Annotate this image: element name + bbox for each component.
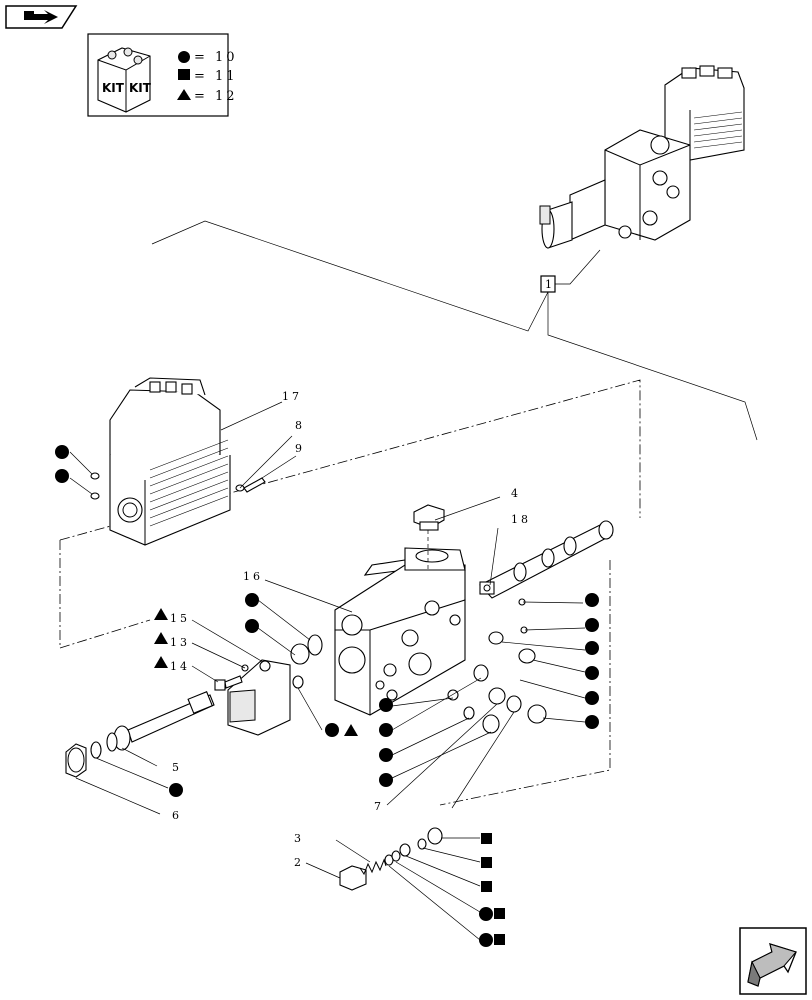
kit-10-marker (479, 933, 493, 947)
seal-part (527, 704, 547, 724)
kit-10-marker (479, 907, 493, 921)
kit-10-marker (55, 469, 69, 483)
kit-11-marker (481, 881, 492, 892)
o-ring-part (90, 492, 100, 500)
kit-text-right: KIT (129, 81, 152, 95)
callout-13: 13 (170, 636, 190, 649)
kit-11-marker (494, 908, 505, 919)
kit-text-left: KIT (102, 81, 125, 95)
valve-body-part-16 (334, 547, 466, 716)
screw-part-8-9 (235, 477, 266, 493)
kit-10-marker (379, 773, 393, 787)
kit-box-icon: KIT KIT (97, 47, 152, 113)
kit-12-marker (154, 632, 168, 644)
kit-10-marker (245, 593, 259, 607)
kit-10-marker (379, 723, 393, 737)
seal-part (506, 695, 522, 713)
callout-16: 16 (243, 570, 263, 583)
plug-part-4 (413, 504, 445, 570)
kit-12-marker (154, 608, 168, 620)
seal-part (391, 850, 401, 862)
kit-12-markers (154, 608, 358, 736)
solenoid-part-17 (109, 377, 231, 546)
seal-part (473, 664, 489, 682)
callout-2: 2 (294, 856, 304, 869)
nut-part-6 (65, 743, 87, 778)
callout-3: 3 (294, 832, 304, 845)
kit-10-marker (585, 618, 599, 632)
nav-back-button[interactable] (5, 5, 78, 29)
legend-square-icon (178, 69, 190, 80)
o-ring-part (90, 472, 100, 480)
callout-9: 9 (295, 442, 305, 455)
kit-10-marker (379, 698, 393, 712)
seal-part (488, 687, 506, 705)
arrow-next-icon (747, 943, 797, 987)
kit-10-marker (379, 748, 393, 762)
cap-part-2 (339, 865, 367, 891)
reference-box: 1 (540, 249, 601, 293)
cover-plate (227, 659, 291, 736)
kit-10-marker (245, 619, 259, 633)
kit-10-marker (585, 691, 599, 705)
assembly-bracket-line (151, 220, 758, 441)
callout-5: 5 (172, 761, 182, 774)
spring-part-3 (359, 858, 387, 876)
kit-10-marker (169, 783, 183, 797)
rod-part-5 (106, 691, 215, 752)
reference-box-label: 1 (545, 278, 555, 291)
kit-10-marker (585, 715, 599, 729)
callout-8: 8 (295, 419, 305, 432)
legend-circle-label: = 10 (194, 50, 238, 65)
legend-circle-icon (178, 51, 190, 63)
leader-lines (69, 401, 586, 941)
kit-10-marker (585, 593, 599, 607)
washer-part (90, 741, 102, 759)
seal-part (417, 838, 427, 850)
callout-4: 4 (511, 487, 521, 500)
kit-12-marker (154, 656, 168, 668)
legend-triangle-icon (177, 89, 191, 100)
assembled-valve-section (539, 65, 745, 249)
seal-part (307, 634, 323, 656)
kit-11-marker (481, 833, 492, 844)
seal-part (482, 714, 500, 734)
kit-10-marker (55, 445, 69, 459)
callout-15: 15 (170, 612, 190, 625)
seal-part (290, 643, 310, 665)
seal-part (399, 843, 411, 857)
seal-part (463, 706, 475, 720)
seal-part (518, 648, 536, 664)
legend-square-label: = 11 (194, 69, 238, 84)
screw-part-14 (214, 675, 243, 691)
kit-12-marker (344, 724, 358, 736)
kit-legend: KIT KIT = 10 = 11 = 12 (87, 33, 238, 117)
callout-7: 7 (374, 800, 384, 813)
callout-17: 17 (282, 390, 302, 403)
seal-part (488, 631, 504, 645)
kit-10-marker (585, 666, 599, 680)
kit-11-marker (481, 857, 492, 868)
kit-11-marker (494, 934, 505, 945)
callout-6: 6 (172, 809, 182, 822)
arrow-back-icon (24, 10, 58, 24)
kit-10-marker (585, 641, 599, 655)
nav-next-button[interactable] (739, 927, 807, 995)
spool-part-18 (479, 520, 614, 599)
seal-part (292, 675, 304, 689)
legend-triangle-label: = 12 (194, 89, 238, 104)
kit-10-marker (325, 723, 339, 737)
callout-14: 14 (170, 660, 190, 673)
kit-11-markers (481, 833, 505, 945)
seal-part (427, 827, 443, 845)
callout-18: 18 (511, 513, 531, 526)
kit-10-markers (55, 445, 599, 947)
